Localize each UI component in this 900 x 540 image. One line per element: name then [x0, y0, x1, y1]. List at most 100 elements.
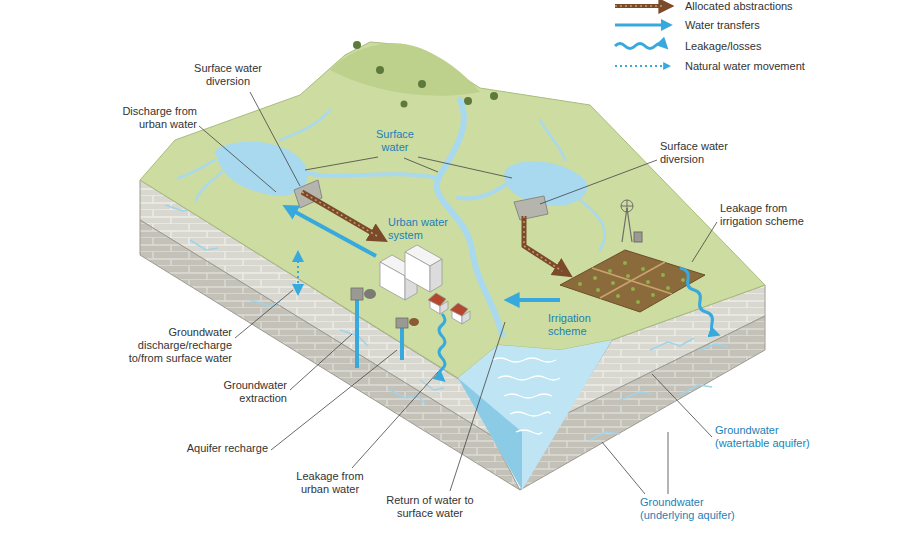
leader-lines [305, 157, 378, 170]
leader-lines [235, 290, 293, 338]
leader-lines [692, 222, 717, 262]
callout-label: Irrigation scheme [548, 312, 610, 338]
irrigation-field [626, 274, 630, 278]
legend-text: Leakage/losses [685, 40, 761, 53]
land-surface [330, 43, 480, 95]
rivers [580, 200, 605, 250]
irrigation-field [611, 281, 615, 285]
irrigation-field [641, 267, 645, 271]
callout-label: Discharge from urban water [105, 105, 197, 131]
rivers [196, 172, 222, 200]
trees [353, 41, 361, 49]
leader-lines [668, 432, 669, 494]
urban-buildings [405, 252, 430, 292]
legend-samples [615, 5, 664, 7]
legend-samples [615, 6, 668, 66]
groundwater-cracks [390, 390, 426, 405]
callout-label: Leakage from irrigation scheme [720, 202, 816, 228]
groundwater-cracks [250, 300, 280, 306]
leader-lines [290, 334, 352, 390]
leader-lines [271, 350, 397, 450]
leader-lines [352, 372, 438, 468]
windmill [627, 208, 632, 242]
allocated-abstraction-arrows [302, 192, 381, 238]
irrigation-field [578, 282, 582, 286]
trees [464, 97, 472, 105]
allocated-abstraction-arrows [302, 192, 377, 236]
water-transfer-arrows [510, 298, 560, 302]
legend-text: Allocated abstractions [685, 0, 793, 13]
leader-lines [250, 92, 300, 186]
allocated-abstraction-arrows [302, 192, 566, 273]
callout-label: Urban water system [388, 216, 460, 242]
irrigation-field [608, 269, 612, 273]
trees [418, 80, 426, 88]
leader-lines [418, 157, 512, 178]
callout-label: Surface water diversion [660, 140, 740, 166]
leakage-arrows [439, 268, 716, 379]
rivers [458, 185, 505, 198]
trees [490, 92, 498, 100]
irrigation-field [560, 250, 705, 312]
urban-buildings [428, 293, 446, 306]
irrigation-field [646, 280, 650, 284]
leader-lines [199, 92, 717, 494]
groundwater-cracks [340, 330, 368, 346]
leader-lines [652, 374, 712, 437]
land-surface [140, 42, 765, 378]
rivers [178, 100, 605, 335]
canyon-water [458, 340, 612, 490]
windmill [621, 200, 642, 242]
callout-label: Groundwater extraction [215, 379, 287, 405]
canyon-water [498, 376, 560, 380]
reservoirs [504, 161, 587, 206]
wells [355, 300, 359, 368]
irrigation-field [600, 262, 665, 298]
urban-buildings [380, 262, 405, 300]
water-transfer-arrows [288, 208, 560, 300]
legend-samples [615, 44, 665, 49]
legend-samples [615, 65, 668, 67]
groundwater-cracks [650, 338, 694, 350]
allocated-abstraction-arrows [524, 216, 562, 271]
leakage-arrows [680, 268, 716, 334]
canyon-water [458, 340, 612, 490]
canyon-water [492, 358, 560, 434]
water-transfer-arrows [288, 208, 376, 256]
irrigation-field [623, 261, 627, 265]
trees [401, 101, 408, 108]
rivers [305, 172, 440, 178]
urban-buildings [430, 259, 442, 292]
urban-buildings [380, 245, 470, 324]
legend-text: Natural water movement [685, 60, 805, 73]
leader-lines [199, 126, 276, 192]
natural-movement-arrow [297, 256, 299, 290]
canyon-water [510, 412, 550, 416]
leader-lines [450, 322, 505, 491]
wells [351, 288, 363, 300]
irrigation-field [681, 278, 685, 282]
legend-samples [615, 24, 668, 27]
land-surface [140, 42, 765, 378]
windmill [622, 208, 627, 242]
legend-samples [615, 4, 668, 8]
leader-lines [404, 158, 438, 172]
irrigation-field [661, 273, 665, 277]
natural-movement-arrow [298, 256, 299, 290]
irrigation-field [666, 286, 670, 290]
dams [294, 180, 548, 220]
groundwater-cracks [190, 240, 218, 250]
wells [396, 318, 408, 328]
allocated-abstraction-arrows [524, 216, 566, 273]
callout-label: Groundwater (watertable aquifer) [715, 424, 827, 450]
irrigation-field [651, 293, 655, 297]
trees [353, 41, 498, 108]
callout-label: Leakage from urban water [288, 470, 372, 496]
canyon-water [504, 394, 552, 398]
groundwater-cracks [620, 392, 652, 400]
legend-text: Water transfers [685, 19, 760, 32]
groundwater-cracks [680, 385, 712, 395]
rivers [280, 110, 330, 140]
irrigation-field [593, 276, 597, 280]
